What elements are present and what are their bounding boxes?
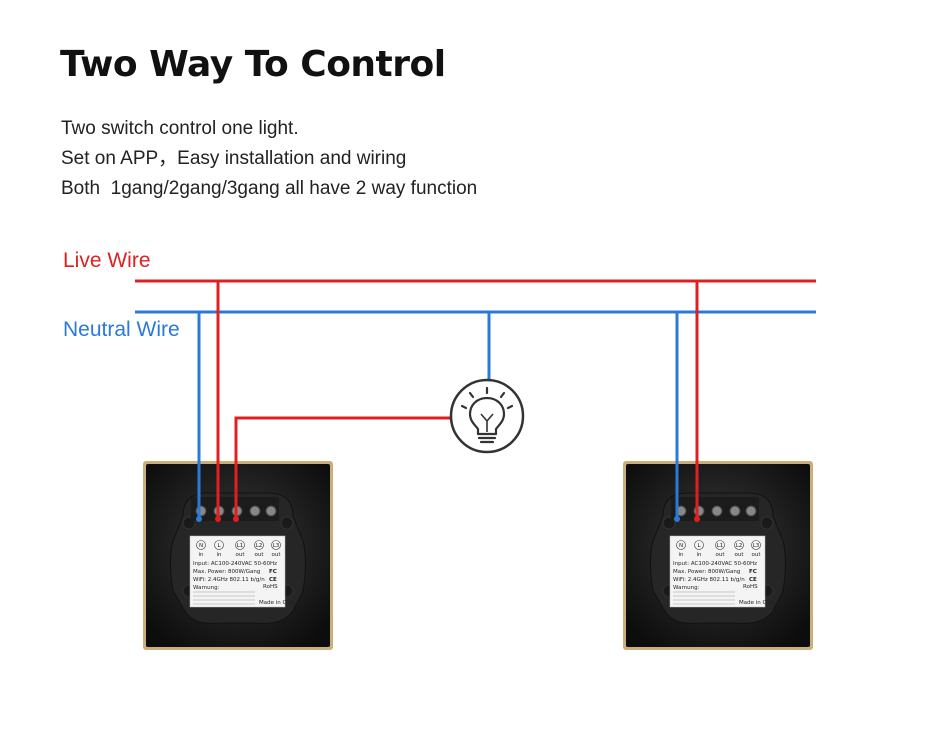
wifi-spec: WiFi: 2.4GHz 802.11 b/g/n: [673, 577, 745, 583]
made-in-label: Made in China: [259, 600, 298, 606]
terminal-n-label: N: [199, 543, 203, 549]
terminal-l2-label: L2: [736, 543, 743, 549]
terminal-l1-label: L1: [237, 543, 244, 549]
fc-mark: FC: [749, 569, 757, 575]
terminal-l2-sub: out: [254, 552, 264, 558]
warning-text: Warnung:: [193, 585, 220, 591]
switch-right: N L L1 L2 L3 in in out out out Input: AC…: [623, 461, 813, 650]
terminal-l-sub: in: [696, 552, 702, 558]
live-wire-label: Live Wire: [63, 249, 151, 272]
terminal-l1-sub: out: [715, 552, 725, 558]
terminal-l3-label: L3: [753, 543, 760, 549]
made-in-label: Made in China: [739, 600, 778, 606]
rohs-mark: RoHS: [743, 584, 758, 590]
power-spec: Max. Power: 800W/Gang: [193, 569, 260, 575]
terminal-l-sub: in: [216, 552, 222, 558]
rohs-mark: RoHS: [263, 584, 278, 590]
fc-mark: FC: [269, 569, 277, 575]
wifi-spec: WiFi: 2.4GHz 802.11 b/g/n: [193, 577, 265, 583]
description-line-1: Two switch control one light.: [61, 118, 299, 139]
description: Two switch control one light. Set on APP…: [61, 114, 477, 204]
description-line-2: Set on APP，Easy installation and wiring: [61, 148, 407, 169]
terminal-n-label: N: [679, 543, 683, 549]
terminal-l1-sub: out: [235, 552, 245, 558]
terminal-l3-sub: out: [751, 552, 761, 558]
switch-left: N L L1 L2 L3 in in out out out Input: AC…: [143, 461, 333, 650]
ce-mark: CE: [749, 577, 757, 583]
terminal-n-sub: in: [198, 552, 204, 558]
warning-text: Warnung:: [673, 585, 700, 591]
light-bulb-icon: [449, 378, 525, 454]
terminal-l-label: L: [217, 543, 221, 549]
power-spec: Max. Power: 800W/Gang: [673, 569, 740, 575]
terminal-l3-sub: out: [271, 552, 281, 558]
terminal-l3-label: L3: [273, 543, 280, 549]
neutral-wire-label: Neutral Wire: [63, 318, 180, 341]
terminal-n-sub: in: [678, 552, 684, 558]
terminal-l2-sub: out: [734, 552, 744, 558]
terminal-l2-label: L2: [256, 543, 263, 549]
input-spec: Input: AC100-240VAC 50-60Hz: [193, 561, 277, 567]
ce-mark: CE: [269, 577, 277, 583]
terminal-l-label: L: [697, 543, 701, 549]
left-l1-to-light: [234, 416, 452, 519]
page-title: Two Way To Control: [60, 44, 446, 85]
input-spec: Input: AC100-240VAC 50-60Hz: [673, 561, 757, 567]
terminal-l1-label: L1: [717, 543, 724, 549]
description-line-3: Both 1gang/2gang/3gang all have 2 way fu…: [61, 178, 478, 199]
